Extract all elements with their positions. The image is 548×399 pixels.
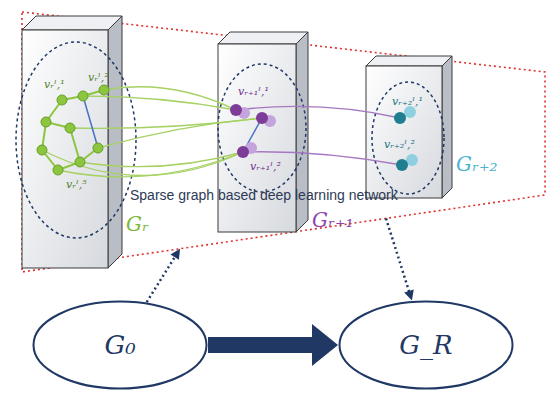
graph-vertex bbox=[65, 123, 75, 133]
slab-front bbox=[366, 66, 442, 198]
graph-vertex bbox=[37, 145, 47, 155]
arrowhead bbox=[170, 249, 180, 260]
graph-layer: Gᵣ₊₂ bbox=[366, 56, 452, 198]
ellipse-outline bbox=[340, 302, 513, 389]
slab-top bbox=[366, 56, 452, 66]
connector-line bbox=[386, 218, 409, 292]
graph-vertex bbox=[396, 159, 408, 171]
slab-top bbox=[218, 32, 308, 44]
graph-vertex bbox=[53, 165, 63, 175]
graph-ellipse: G₀ bbox=[32, 300, 208, 390]
connector-line bbox=[208, 337, 313, 353]
dotted-ellipse bbox=[372, 82, 444, 194]
layer-label: Gᵣ bbox=[126, 212, 149, 236]
ellipse-outline bbox=[34, 302, 207, 389]
vertex-label: vᵣˡ,⁵ bbox=[66, 178, 87, 191]
slab-top bbox=[22, 16, 122, 30]
graph-vertex bbox=[230, 104, 242, 116]
graph-vertex bbox=[41, 117, 51, 127]
graph-vertex bbox=[78, 91, 88, 101]
transform-arrow bbox=[208, 324, 338, 366]
dotted-arrow bbox=[386, 218, 414, 300]
arrowhead bbox=[312, 324, 338, 366]
mapping-curve bbox=[83, 96, 236, 110]
graph-layer-outline bbox=[366, 56, 452, 198]
network-caption: Sparse graph based deep learning network bbox=[130, 187, 398, 203]
graph-edge bbox=[83, 96, 98, 148]
graph-ellipse: G_R bbox=[338, 300, 514, 390]
vertex-label: vᵣ₊₁ˡ,² bbox=[250, 160, 281, 173]
graph-vertex bbox=[57, 95, 67, 105]
arrowhead bbox=[404, 290, 414, 301]
slab-side bbox=[442, 56, 452, 198]
vertex-shadow bbox=[404, 106, 416, 118]
vertex-label: vᵣ₊₂ˡ,² bbox=[384, 138, 415, 151]
mapping-curve bbox=[42, 150, 243, 176]
graph-layer: Gᵣ bbox=[22, 16, 122, 268]
mapping-curve bbox=[243, 152, 402, 165]
layer-label: Gᵣ₊₂ bbox=[456, 152, 498, 176]
connector-line bbox=[147, 256, 176, 302]
graph-vertex bbox=[75, 157, 85, 167]
mapping-curve bbox=[98, 118, 262, 148]
graph-vertex bbox=[99, 85, 109, 95]
graph-label: G_R bbox=[399, 330, 452, 360]
mapping-curve bbox=[80, 152, 243, 167]
mapping-curve bbox=[58, 152, 243, 177]
dotted-ellipse bbox=[218, 64, 306, 192]
vertex-label: vᵣˡ,¹ bbox=[44, 78, 65, 91]
vertex-label: vᵣ₊₁ˡ,¹ bbox=[238, 85, 269, 98]
graph-vertex bbox=[256, 112, 268, 124]
layer-label: Gᵣ₊₁ bbox=[312, 208, 354, 232]
slab-front bbox=[22, 30, 108, 268]
slab-side bbox=[296, 32, 308, 232]
vertex-label: vᵣˡ,² bbox=[88, 71, 109, 84]
slab-front bbox=[218, 44, 296, 232]
network-frame: Sparse graph based deep learning network… bbox=[0, 0, 548, 280]
graph-vertex bbox=[237, 146, 249, 158]
dotted-ellipse bbox=[16, 42, 136, 238]
dotted-arrow bbox=[147, 249, 180, 302]
graph-vertex bbox=[93, 143, 103, 153]
graph-layer-outline bbox=[22, 16, 122, 268]
graph-vertex bbox=[394, 112, 406, 124]
mapping-curve bbox=[70, 118, 262, 128]
graph-label: G₀ bbox=[104, 330, 135, 360]
vertex-label: vᵣ₊₂ˡ,¹ bbox=[392, 95, 423, 108]
